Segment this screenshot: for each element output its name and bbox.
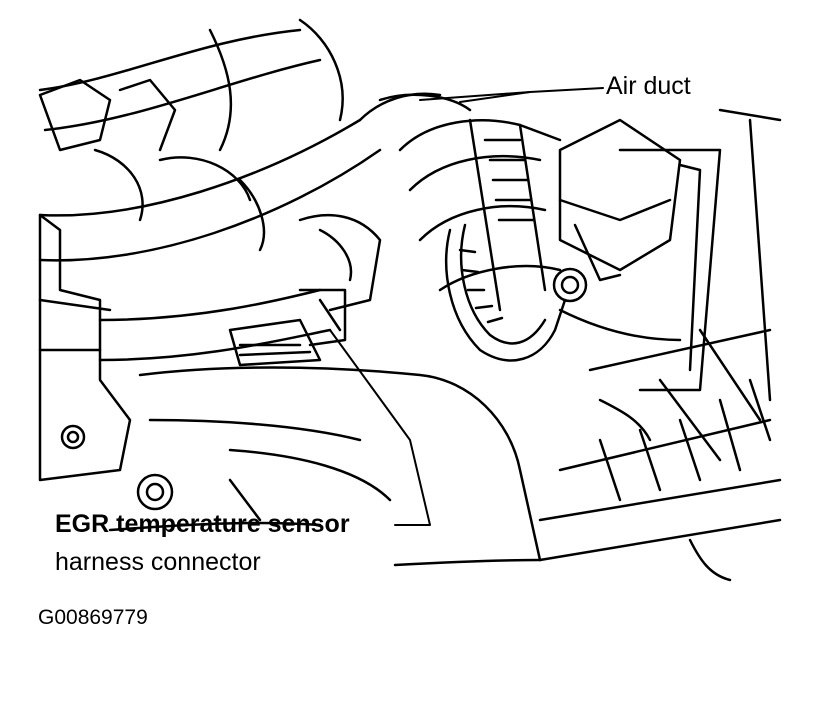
left-bracket bbox=[38, 213, 132, 482]
air-duct-label: Air duct bbox=[606, 72, 691, 100]
egr-rest-text: temperature sensor bbox=[109, 510, 350, 538]
center-pipes bbox=[98, 213, 382, 367]
upper-hoses bbox=[38, 18, 442, 262]
egr-sensor-label-line1: EGR temperature sensor bbox=[55, 510, 350, 539]
air-cleaner-box bbox=[538, 108, 782, 582]
figure-code: G00869779 bbox=[38, 606, 148, 629]
leader-lines bbox=[329, 87, 604, 526]
egr-sensor-label-line2: harness connector bbox=[55, 548, 261, 576]
lower-manifold bbox=[108, 366, 542, 567]
egr-bold-text: EGR bbox=[55, 510, 110, 538]
air-duct-assembly bbox=[378, 93, 682, 362]
